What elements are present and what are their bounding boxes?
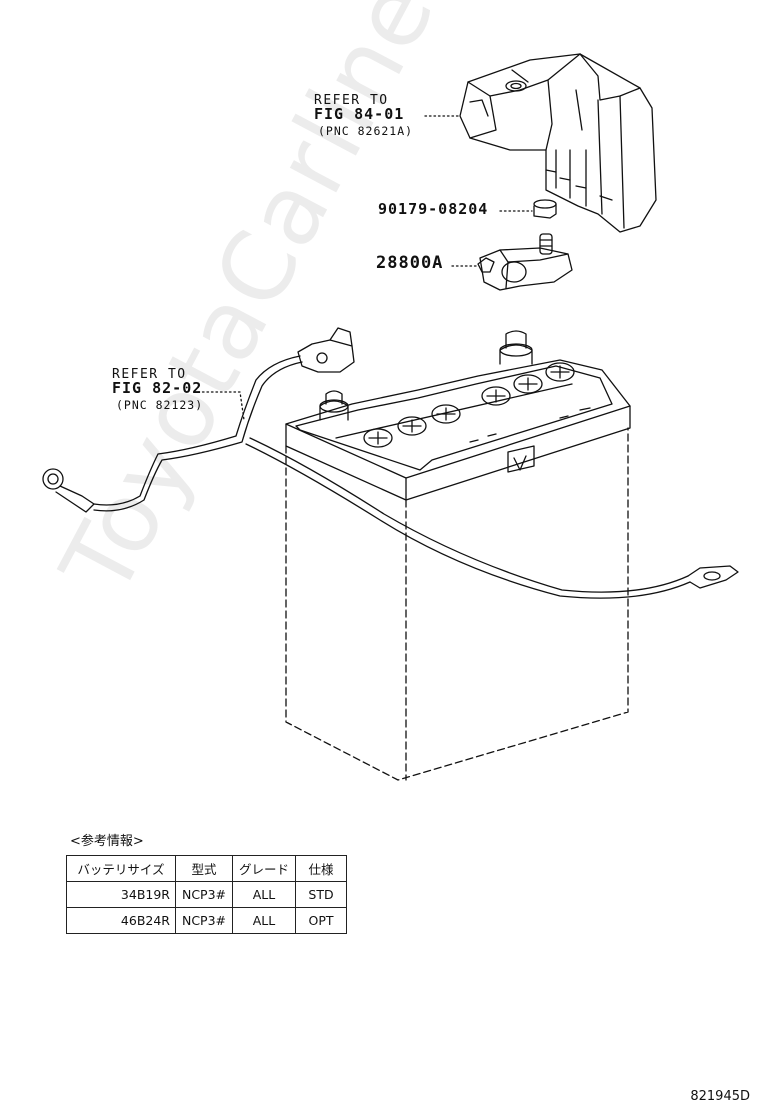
fuse-block-fig-label: FIG 84-01 — [314, 105, 405, 123]
terminal-part-number: 28800A — [376, 253, 444, 273]
cell-grade: ALL — [232, 907, 296, 934]
fuse-block-pnc-label: (PNC 82621A) — [318, 124, 414, 138]
table-header-row: バッテリサイズ 型式 グレード 仕様 — [66, 855, 347, 882]
cell-battery-size: 34B19R — [66, 881, 176, 908]
cable-fig-label: FIG 82-02 — [112, 379, 203, 397]
cell-spec: OPT — [295, 907, 347, 934]
nut-icon — [533, 199, 557, 219]
illustration-code: 821945D — [690, 1089, 750, 1104]
cable-refer-label: REFER TO — [112, 367, 187, 382]
reference-table: バッテリサイズ 型式 グレード 仕様 34B19R NCP3# ALL STD … — [66, 855, 347, 934]
table-row: 34B19R NCP3# ALL STD — [66, 881, 347, 908]
fuse-block-icon — [459, 53, 657, 233]
header-model: 型式 — [175, 855, 233, 882]
cell-model: NCP3# — [175, 907, 233, 934]
table-row: 46B24R NCP3# ALL OPT — [66, 907, 347, 934]
cell-battery-size: 46B24R — [66, 907, 176, 934]
header-grade: グレード — [232, 855, 296, 882]
battery-cable-icon — [42, 327, 739, 599]
nut-part-number: 90179-08204 — [378, 200, 489, 218]
cell-grade: ALL — [232, 881, 296, 908]
battery-terminal-icon — [477, 233, 573, 291]
fuse-block-refer-label: REFER TO — [314, 93, 389, 108]
header-spec: 仕様 — [295, 855, 347, 882]
battery-icon — [285, 330, 631, 781]
header-battery-size: バッテリサイズ — [66, 855, 176, 882]
cell-spec: STD — [295, 881, 347, 908]
cell-model: NCP3# — [175, 881, 233, 908]
reference-title: <参考情報> — [70, 834, 144, 849]
cable-pnc-label: (PNC 82123) — [116, 398, 204, 412]
